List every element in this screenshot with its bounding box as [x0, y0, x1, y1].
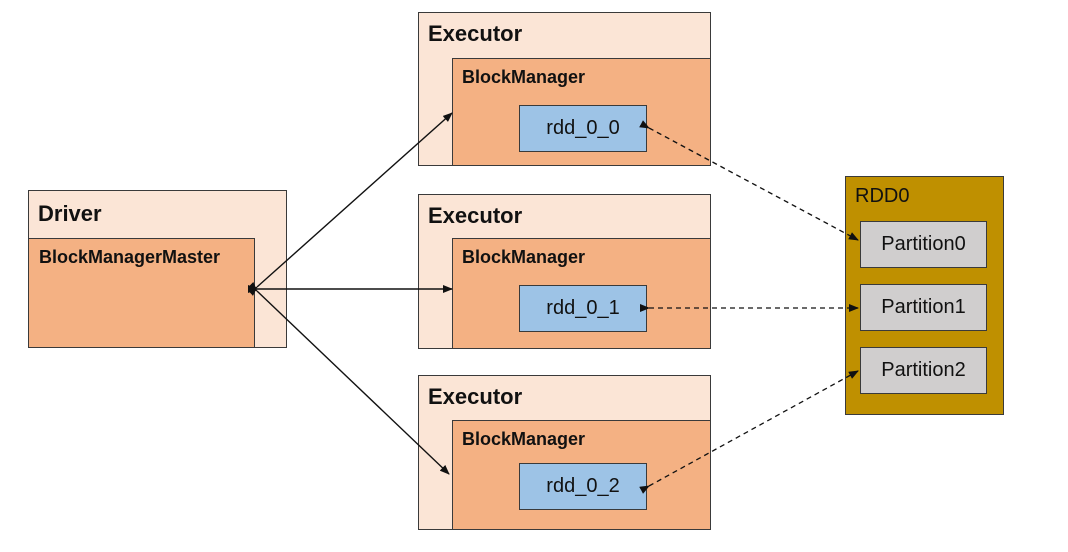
partition-2: Partition2	[860, 347, 987, 394]
partition-1: Partition1	[860, 284, 987, 331]
executor-0-title: Executor	[428, 21, 523, 46]
block-manager-master-label: BlockManagerMaster	[39, 247, 221, 267]
block-manager-1-label: BlockManager	[462, 247, 586, 267]
block-rdd-0-1: rdd_0_1	[519, 285, 647, 332]
partition-0: Partition0	[860, 221, 987, 268]
block-rdd-0-0: rdd_0_0	[519, 105, 647, 152]
arrow-block-0-partition-0	[639, 120, 859, 241]
block-rdd-0-2: rdd_0_2	[519, 463, 647, 510]
arrow-driver-executor-0	[247, 112, 453, 296]
arrow-driver-executor-2	[247, 281, 450, 475]
rdd0-title: RDD0	[855, 185, 910, 207]
block-manager-master-box: BlockManagerMaster	[28, 238, 255, 348]
arrow-block-2-partition-2	[639, 370, 859, 494]
block-manager-2-label: BlockManager	[462, 429, 586, 449]
block-manager-0-label: BlockManager	[462, 67, 586, 87]
driver-title: Driver	[38, 201, 102, 226]
